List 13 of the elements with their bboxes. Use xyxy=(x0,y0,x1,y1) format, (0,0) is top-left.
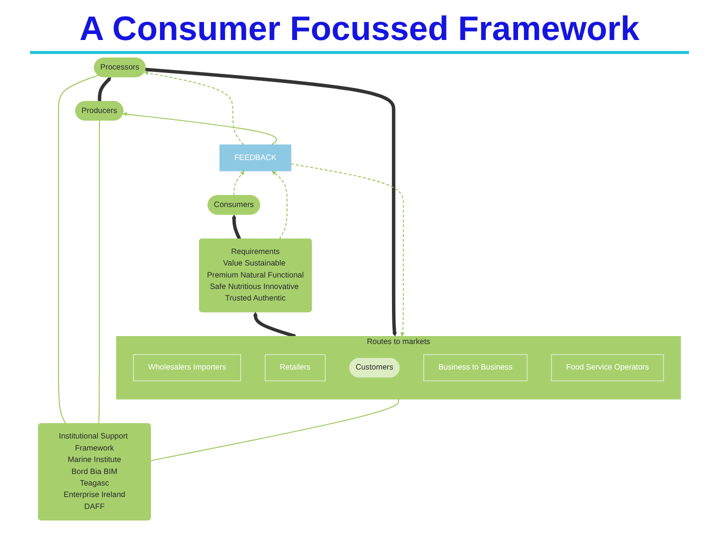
arrow xyxy=(232,214,242,240)
connector xyxy=(98,120,100,424)
arrow xyxy=(290,163,405,336)
title: A Consumer Focussed Framework xyxy=(30,10,689,54)
connector xyxy=(150,398,399,462)
arrow xyxy=(272,170,288,240)
arrow xyxy=(145,68,397,336)
arrow xyxy=(144,70,244,146)
connector xyxy=(58,74,99,424)
arrow xyxy=(98,76,112,102)
arrow xyxy=(253,312,296,338)
arrow xyxy=(122,112,278,146)
arrow xyxy=(234,170,244,196)
